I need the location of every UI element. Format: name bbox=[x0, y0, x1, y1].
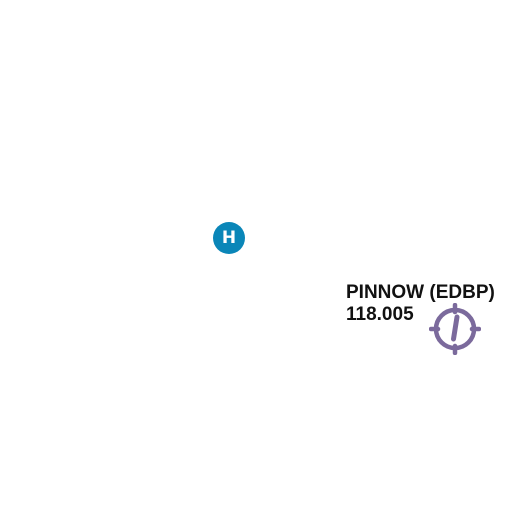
heliport-icon[interactable]: H bbox=[213, 222, 245, 254]
airfield-name: PINNOW (EDBP) bbox=[346, 282, 495, 303]
airfield-icon[interactable] bbox=[429, 303, 481, 355]
airfield-label[interactable]: PINNOW (EDBP) 118.005 bbox=[346, 282, 495, 326]
airfield-frequency: 118.005 bbox=[346, 304, 414, 325]
